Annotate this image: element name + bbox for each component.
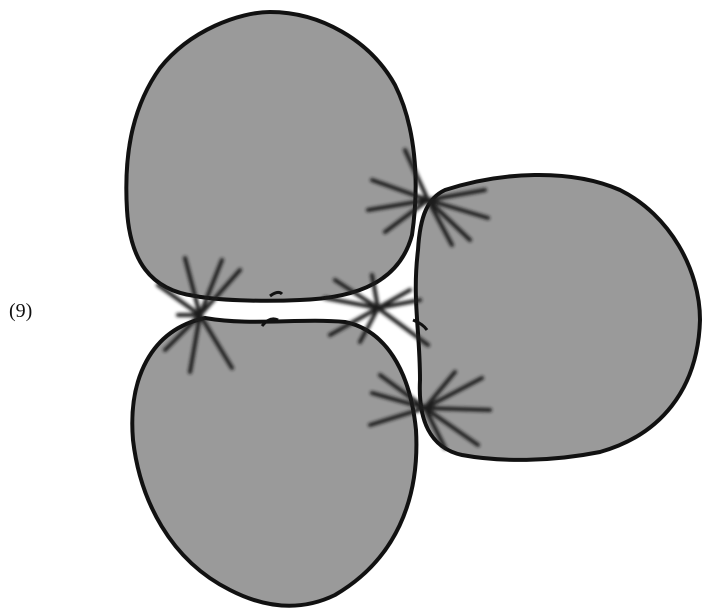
- bottom-left-lobe: [132, 318, 416, 606]
- right-lobe: [416, 175, 700, 460]
- top-left-lobe: [126, 12, 415, 301]
